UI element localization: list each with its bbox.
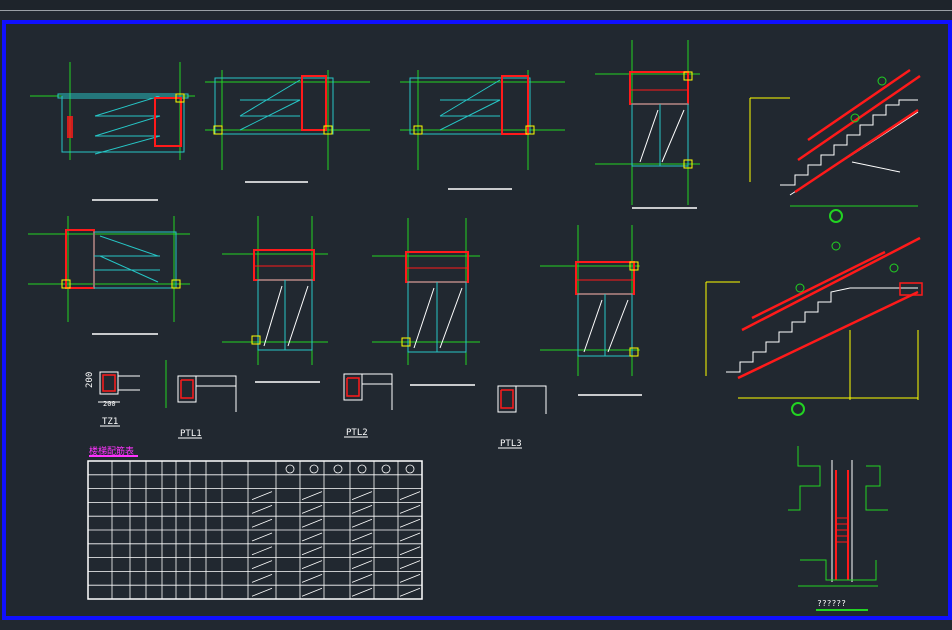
label-tz1: TZ1 (102, 417, 118, 427)
cad-drawing-canvas[interactable]: 200 200 TZ1 PTL1 PTL2 PTL3 楼梯配筋表 (0, 20, 952, 622)
stair-plan-1 (30, 62, 195, 201)
detail-caption-text: ?????? (817, 599, 846, 608)
label-ptl1: PTL1 (180, 429, 202, 439)
section-detail-tz1: 200 200 TZ1 (85, 371, 140, 427)
table-header-text: 楼梯配筋表 (89, 445, 134, 457)
stair-plan-5 (28, 216, 190, 335)
rebar-schedule-table: 楼梯配筋表 (87, 445, 423, 600)
handrail-detail: ?????? (788, 446, 888, 611)
stair-plan-2 (205, 70, 370, 183)
section-detail-ptl3: PTL3 (497, 385, 547, 449)
stair-plan-6 (222, 216, 328, 383)
label-ptl2: PTL2 (346, 428, 368, 438)
section-detail-ptl2: PTL2 (343, 373, 393, 438)
stair-section-2 (705, 236, 923, 416)
stair-plan-4 (595, 40, 700, 209)
stair-plan-7 (372, 218, 480, 386)
dim-left-text: 200 (85, 372, 95, 388)
stair-plan-3 (400, 70, 565, 190)
table-grid (88, 461, 422, 599)
stair-section-1 (749, 68, 921, 223)
drawing-border (2, 20, 952, 620)
dim-bottom-text: 200 (103, 400, 116, 408)
stair-plan-8 (540, 225, 642, 396)
title-bar (0, 0, 952, 11)
label-ptl3: PTL3 (500, 439, 522, 449)
section-detail-ptl1: PTL1 (165, 360, 237, 439)
